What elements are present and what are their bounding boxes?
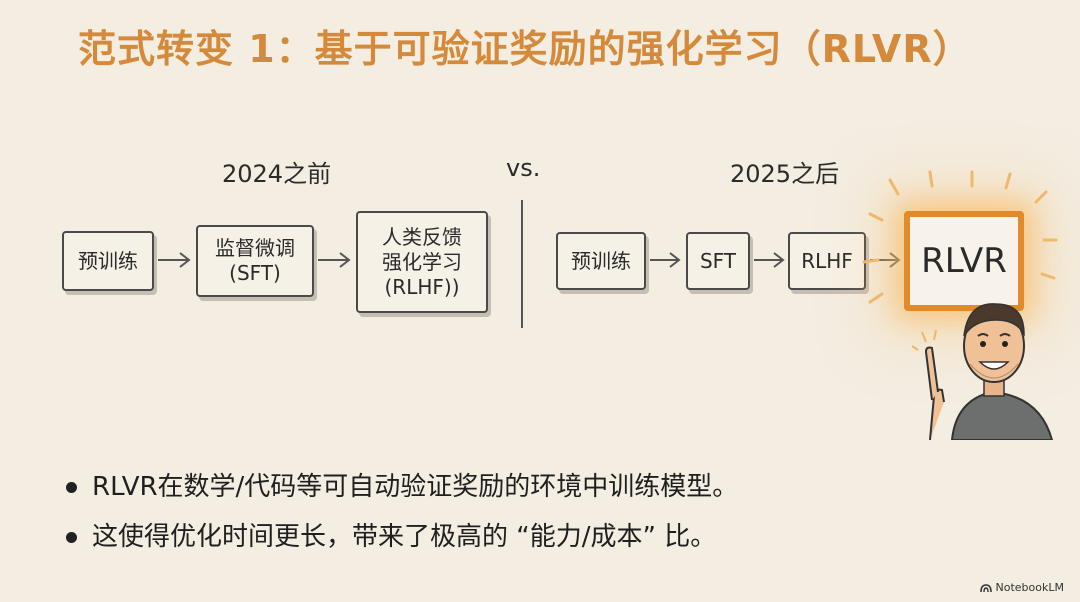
- notebooklm-logo-icon: [979, 583, 992, 592]
- bullet-list: RLVR在数学/代码等可自动验证奖励的环境中训练模型。 这使得优化时间更长，带来…: [62, 462, 962, 562]
- before-label: 2024之前: [222, 160, 332, 188]
- arrow-icon: [754, 252, 785, 268]
- glow-rays-icon: [862, 170, 1058, 304]
- presenter-avatar: [912, 303, 1054, 440]
- slide-title: 范式转变 1：基于可验证奖励的强化学习（RLVR）: [78, 27, 972, 71]
- arrow-icon: [650, 252, 681, 268]
- before-step-pretrain: 预训练: [62, 231, 154, 291]
- arrow-icon: [318, 252, 351, 268]
- before-step-rlhf: 人类反馈 强化学习 (RLHF)): [356, 211, 488, 313]
- bullet-text: 这使得优化时间更长，带来了极高的 “能力/成本” 比。: [92, 522, 717, 552]
- after-step-rlhf: RLHF: [788, 232, 866, 290]
- column-divider: [521, 200, 523, 328]
- bullet-icon: [66, 532, 77, 543]
- bullet-item: RLVR在数学/代码等可自动验证奖励的环境中训练模型。: [62, 462, 962, 512]
- arrow-icon: [158, 252, 191, 268]
- after-step-rlvr: RLVR: [904, 211, 1024, 311]
- watermark: NotebookLM: [979, 581, 1064, 594]
- vs-label: vs.: [506, 154, 541, 182]
- before-step-sft: 监督微调 (SFT): [196, 225, 314, 297]
- after-step-pretrain: 预训练: [556, 232, 646, 290]
- bullet-icon: [66, 482, 77, 493]
- watermark-text: NotebookLM: [995, 581, 1064, 594]
- after-step-sft: SFT: [686, 232, 750, 290]
- bullet-text: RLVR在数学/代码等可自动验证奖励的环境中训练模型。: [92, 472, 739, 502]
- bullet-item: 这使得优化时间更长，带来了极高的 “能力/成本” 比。: [62, 512, 962, 562]
- after-label: 2025之后: [730, 160, 840, 188]
